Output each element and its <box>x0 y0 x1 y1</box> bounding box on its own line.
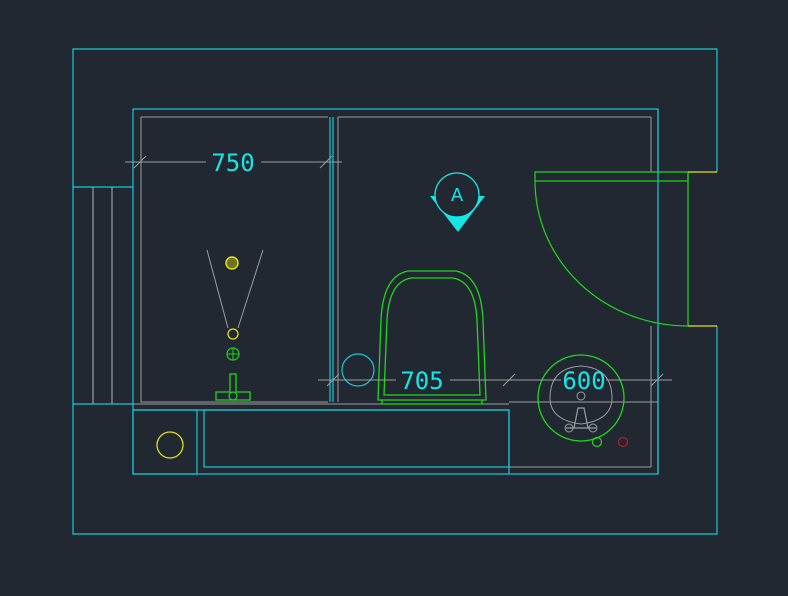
faucet-handle-left <box>564 423 574 433</box>
dim-tick-600-right <box>650 373 664 387</box>
dim-tick-705-left <box>326 373 340 387</box>
sink-faucet-icon <box>566 407 596 429</box>
dim-tick-750-left <box>133 155 147 169</box>
window-mullions <box>92 187 113 404</box>
shower-head-icon <box>225 256 239 270</box>
shower-mixer-icon <box>215 373 251 401</box>
inner-room-outline <box>132 108 659 475</box>
door-swing-arc <box>534 180 689 327</box>
room-tile-outline <box>337 116 652 402</box>
dim-label-600: 600 <box>562 367 605 395</box>
elevation-marker-label: A <box>451 185 464 206</box>
shower-valve-cross <box>227 348 239 360</box>
door <box>534 171 717 327</box>
mixer-knob <box>228 391 238 401</box>
left-opening <box>73 186 133 405</box>
toilet-seat-inner <box>383 277 481 396</box>
sink-basin-inner <box>549 365 613 425</box>
vanity-back-edge <box>133 409 510 474</box>
dim-tick-750-right <box>319 155 333 169</box>
faucet-handle-right <box>588 423 598 433</box>
toilet-paper-holder-icon <box>341 353 375 387</box>
shower-arm-icon <box>227 328 239 340</box>
shower-spray-lines <box>206 249 264 329</box>
shower <box>206 249 264 401</box>
shower-tile-outline <box>140 116 328 403</box>
outer-wall-outline <box>72 48 718 535</box>
hot-water-supply-icon <box>617 436 629 448</box>
room-tile-outline-lower <box>509 326 652 468</box>
vanity-counter <box>203 409 510 468</box>
dim-tick-705-right <box>502 373 516 387</box>
cold-water-supply-icon <box>591 436 603 448</box>
outer-walls <box>72 48 718 535</box>
elevation-marker-circle <box>434 172 480 218</box>
toilet <box>377 270 487 405</box>
dimension-lines <box>125 155 672 387</box>
door-threshold <box>688 171 717 327</box>
sink <box>537 354 629 448</box>
finish-lines <box>133 116 658 468</box>
dim-label-750: 750 <box>211 149 254 177</box>
sink-basin-outer <box>537 354 625 442</box>
floor-drain-box <box>132 409 198 475</box>
partition-wall <box>329 117 334 402</box>
dim-label-705: 705 <box>400 367 443 395</box>
floor-drain-icon <box>156 431 184 459</box>
toilet-tank <box>381 400 483 405</box>
toilet-seat-outer <box>377 270 487 401</box>
sink-drain-icon <box>576 391 586 401</box>
door-leaf <box>534 171 689 182</box>
elevation-marker: A <box>430 172 485 232</box>
